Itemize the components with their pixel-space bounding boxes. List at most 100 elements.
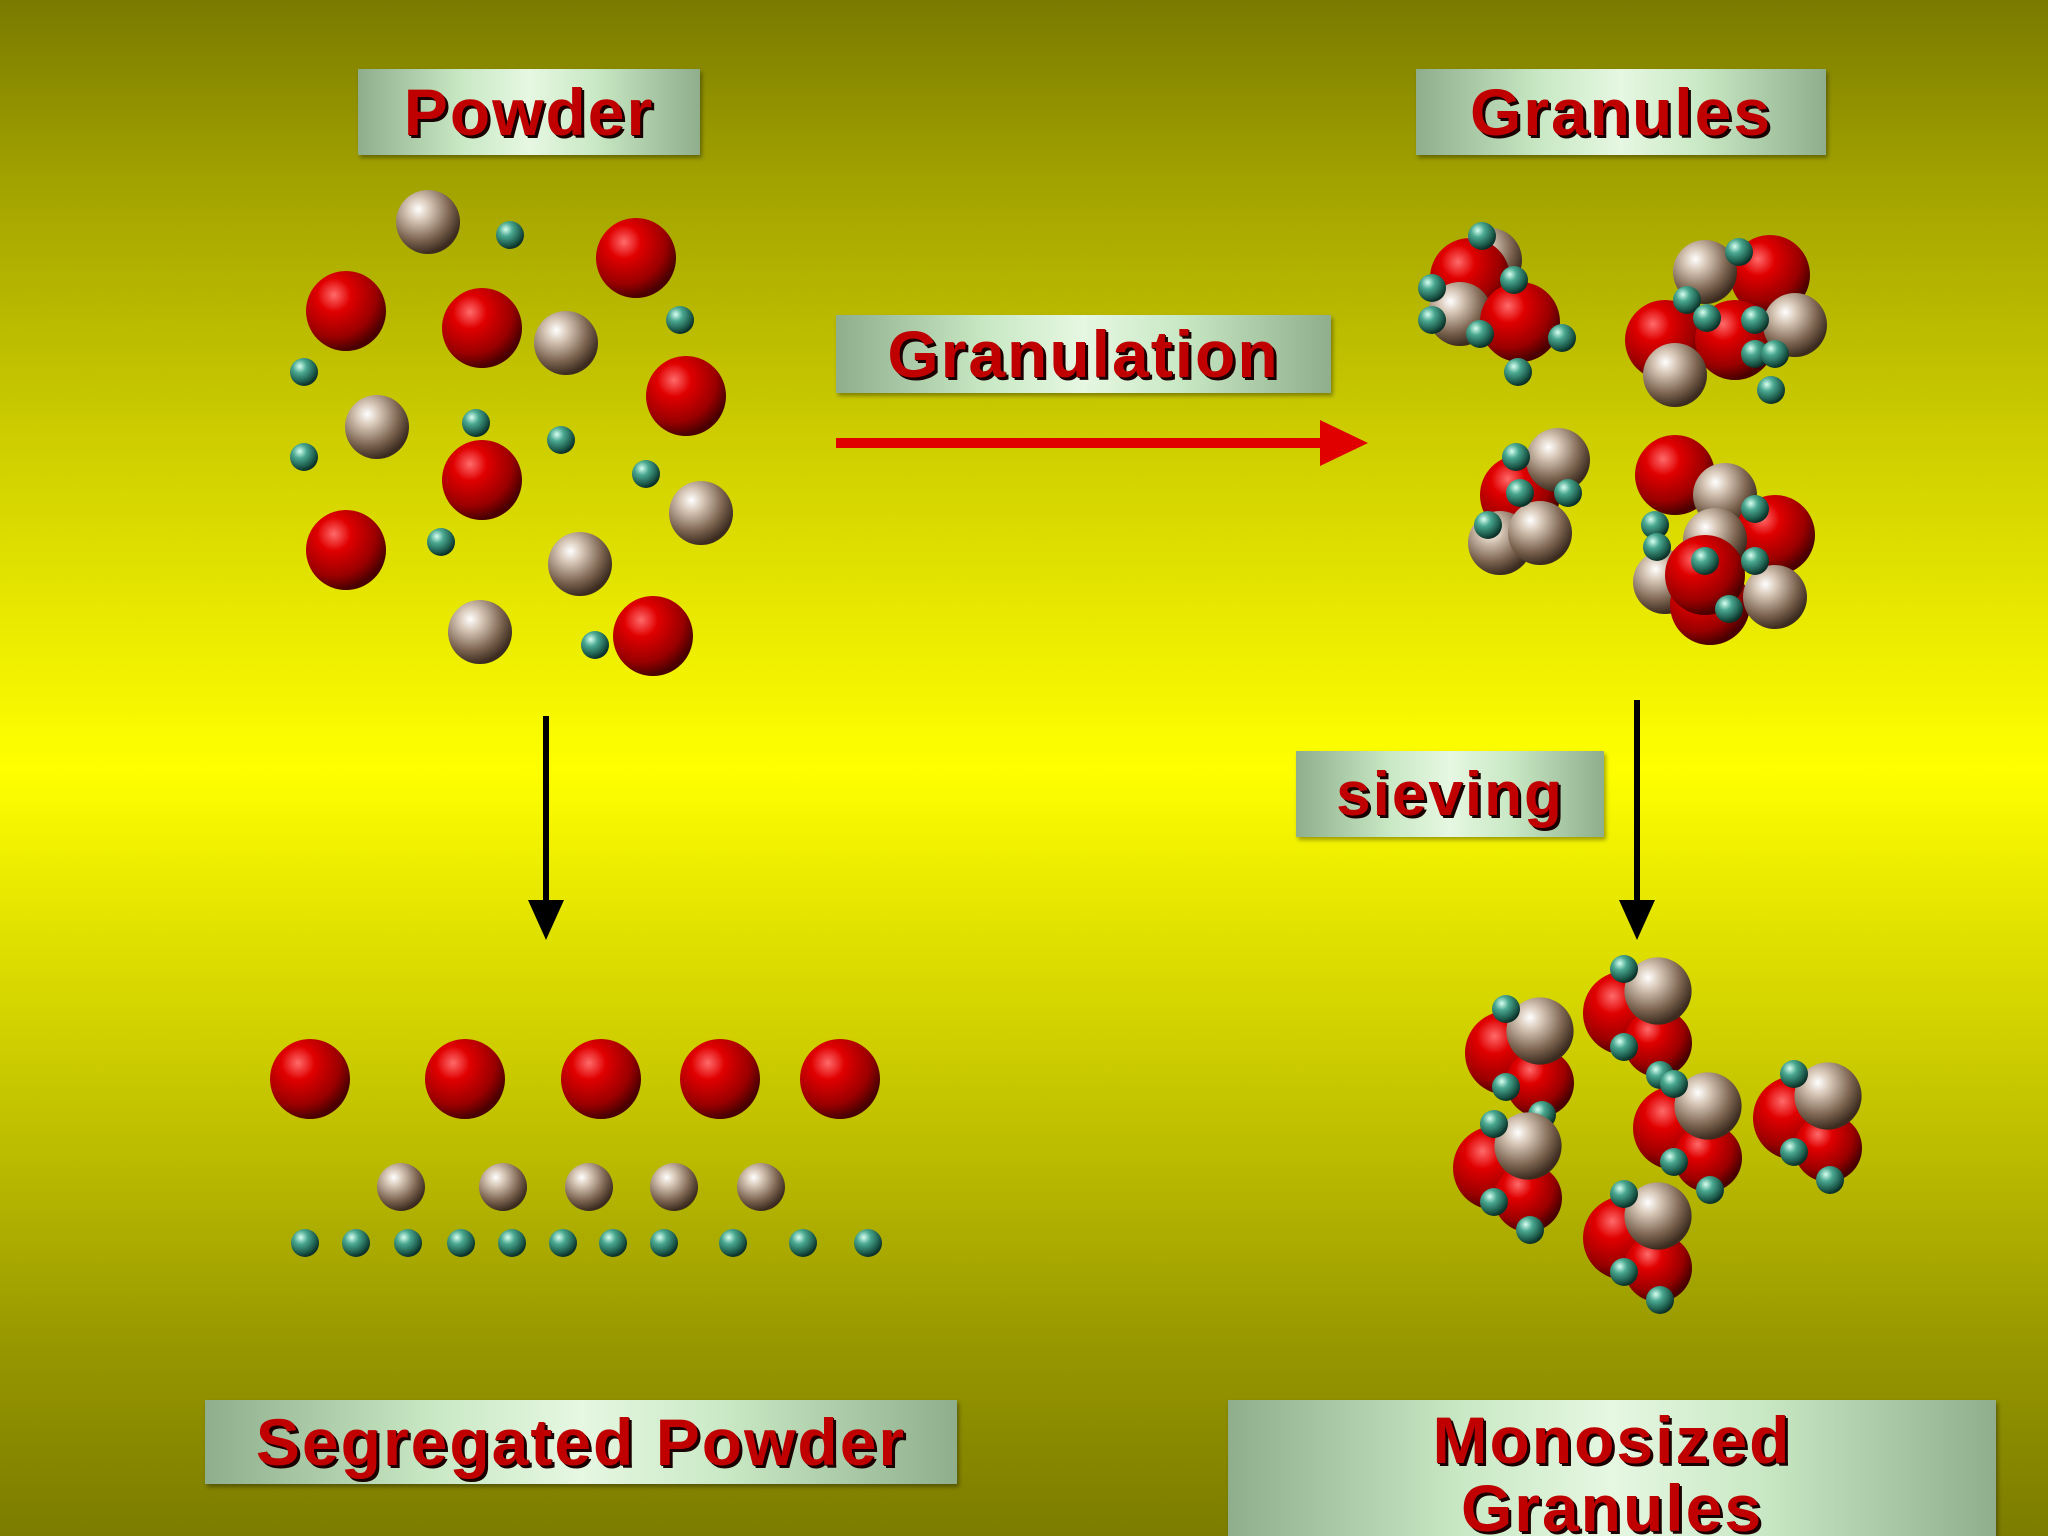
small-teal-particle [1492, 995, 1520, 1023]
small-teal-particle [1816, 1166, 1844, 1194]
sieving-label-text: sieving [1336, 759, 1564, 829]
small-teal-particle [498, 1229, 526, 1257]
monosized-label-line2: Granules [1460, 1471, 1764, 1536]
small-teal-particle [342, 1229, 370, 1257]
small-teal-particle [1725, 238, 1753, 266]
small-teal-particle [719, 1229, 747, 1257]
monosized-label-line1: Monosized [1432, 1403, 1792, 1477]
small-teal-particle [549, 1229, 577, 1257]
medium-tan-particle [1674, 1072, 1742, 1140]
small-teal-particle [854, 1229, 882, 1257]
large-red-particle [1624, 1234, 1692, 1302]
medium-tan-particle [1526, 428, 1590, 492]
large-red-particle [306, 510, 386, 590]
medium-tan-particle [1494, 1112, 1562, 1180]
small-teal-particle [666, 306, 694, 334]
medium-tan-particle [345, 395, 409, 459]
small-teal-particle [1504, 358, 1532, 386]
medium-tan-particle [1624, 1182, 1692, 1250]
small-teal-particle [1660, 1148, 1688, 1176]
powder-particle-mix [290, 190, 733, 676]
large-red-particle [1506, 1049, 1574, 1117]
large-red-particle [596, 218, 676, 298]
sieving-arrow [1619, 700, 1655, 940]
medium-tan-particle [448, 600, 512, 664]
small-teal-particle [1516, 1216, 1544, 1244]
small-teal-particle [547, 426, 575, 454]
small-teal-particle [1646, 1286, 1674, 1314]
medium-tan-particle [1794, 1062, 1862, 1130]
small-teal-particle [1466, 320, 1494, 348]
medium-tan-particle [377, 1163, 425, 1211]
small-teal-particle [1741, 495, 1769, 523]
segregated-powder-label: Segregated Powder [205, 1400, 957, 1484]
powder-label: Powder [358, 69, 700, 155]
small-teal-particle [1696, 1176, 1724, 1204]
small-teal-particle [1502, 443, 1530, 471]
medium-tan-particle [548, 532, 612, 596]
small-teal-particle [1480, 1110, 1508, 1138]
granules-label: Granules [1416, 69, 1826, 155]
small-teal-particle [1660, 1070, 1688, 1098]
large-red-particle [442, 288, 522, 368]
monosized-granules-label: Monosized Granules [1228, 1400, 1996, 1536]
small-teal-particle [290, 443, 318, 471]
small-teal-particle [1641, 511, 1669, 539]
granules-label-text: Granules [1469, 75, 1773, 149]
medium-tan-particle [1508, 501, 1572, 565]
small-teal-particle [447, 1229, 475, 1257]
medium-tan-particle [669, 481, 733, 545]
small-teal-particle [1554, 479, 1582, 507]
small-teal-particle [291, 1229, 319, 1257]
small-teal-particle [1715, 595, 1743, 623]
small-teal-particle [1610, 1033, 1638, 1061]
small-teal-particle [1610, 1180, 1638, 1208]
granulation-label-text: Granulation [887, 317, 1280, 391]
granulation-arrow [836, 420, 1368, 466]
medium-tan-particle [1643, 343, 1707, 407]
small-teal-particle [1741, 340, 1769, 368]
large-red-particle [680, 1039, 760, 1119]
large-red-particle [442, 440, 522, 520]
large-red-particle [1480, 282, 1560, 362]
medium-tan-particle [534, 311, 598, 375]
small-teal-particle [1418, 306, 1446, 334]
small-teal-particle [581, 631, 609, 659]
powder-label-text: Powder [403, 75, 655, 149]
granulation-label: Granulation [836, 315, 1331, 393]
small-teal-particle [496, 221, 524, 249]
sieving-label: sieving [1296, 751, 1604, 837]
medium-tan-particle [1624, 957, 1692, 1025]
small-teal-particle [427, 528, 455, 556]
small-teal-particle [1468, 222, 1496, 250]
small-teal-particle [1474, 511, 1502, 539]
small-teal-particle [1761, 340, 1789, 368]
medium-tan-particle [1743, 565, 1807, 629]
small-teal-particle [1741, 547, 1769, 575]
medium-tan-particle [650, 1163, 698, 1211]
large-red-particle [613, 596, 693, 676]
small-teal-particle [1673, 286, 1701, 314]
small-teal-particle [1610, 955, 1638, 983]
large-red-particle [1624, 1009, 1692, 1077]
large-red-particle [306, 271, 386, 351]
small-teal-particle [1418, 274, 1446, 302]
medium-tan-particle [737, 1163, 785, 1211]
small-teal-particle [632, 460, 660, 488]
segregation-arrow [528, 716, 564, 940]
small-teal-particle [650, 1229, 678, 1257]
small-teal-particle [1506, 479, 1534, 507]
large-red-particle [270, 1039, 350, 1119]
small-teal-particle [1691, 547, 1719, 575]
segregated-powder-particles [270, 1039, 882, 1257]
large-red-particle [1674, 1124, 1742, 1192]
small-teal-particle [1780, 1060, 1808, 1088]
large-red-particle [561, 1039, 641, 1119]
medium-tan-particle [1506, 997, 1574, 1065]
small-teal-particle [1480, 1188, 1508, 1216]
large-red-particle [646, 356, 726, 436]
small-teal-particle [1548, 324, 1576, 352]
segregated-powder-label-text: Segregated Powder [255, 1405, 907, 1479]
granules-cluster [1418, 222, 1827, 645]
